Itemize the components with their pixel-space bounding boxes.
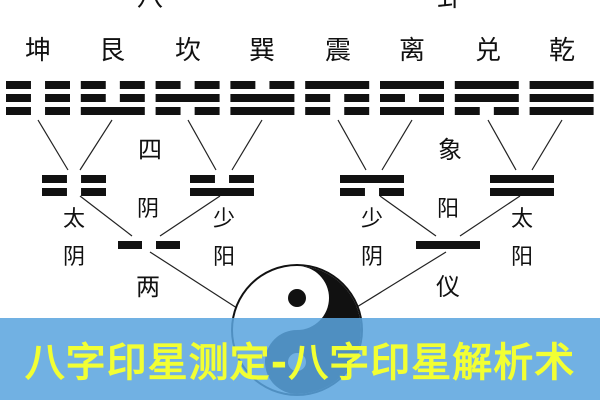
yin-line-segment: [6, 94, 31, 102]
title-banner: 八字印星测定-八字印星解析术: [0, 318, 600, 400]
yang-line: [155, 94, 220, 102]
trigram-name-kun: 坤: [25, 36, 51, 66]
trigram-name-dui: 兑: [475, 36, 501, 66]
banner-title: 八字印星测定-八字印星解析术: [24, 340, 576, 386]
yin-line-segment: [81, 175, 106, 183]
yin-line-segment: [80, 81, 106, 89]
yang-line: [305, 81, 370, 89]
yin-yang-dark-dot: [288, 289, 306, 307]
four-image-symbol: [42, 175, 106, 196]
four-image-name-char: 阴: [63, 245, 85, 270]
trigram-symbol: [305, 81, 370, 115]
yang-line: [340, 175, 404, 183]
yang-line: [529, 81, 594, 89]
trigram-symbol: [529, 81, 594, 115]
yin-line-segment: [344, 107, 370, 115]
two-mode-yin-symbol: [118, 241, 180, 249]
yang-line: [190, 188, 254, 196]
four-image-name-taiyin: 太 阴: [63, 207, 85, 270]
four-image-name-char: 少: [213, 207, 235, 232]
yin-line-segment: [119, 81, 145, 89]
four-image-name-shaoyang: 少 阳: [213, 207, 235, 270]
two-modes-label-left: 两: [136, 273, 160, 301]
yin-line-segment: [305, 107, 331, 115]
trigram-row: [6, 81, 594, 115]
yang-line: [454, 94, 519, 102]
yin-line-segment: [344, 94, 370, 102]
yin-line-segment: [6, 107, 31, 115]
yin-line-segment: [45, 107, 70, 115]
yin-line-segment: [493, 107, 519, 115]
yin-line-segment: [81, 188, 106, 196]
four-image-name-char: 太: [511, 207, 533, 232]
yang-line: [230, 94, 295, 102]
trigram-name-zhen: 震: [325, 36, 351, 66]
four-image-name-char: 阳: [213, 245, 235, 270]
yang-line: [490, 175, 554, 183]
top-label-right: 卦: [437, 0, 463, 13]
yin-line-segment: [305, 94, 331, 102]
trigram-name-li: 离: [399, 36, 425, 66]
yin-line-segment: [194, 107, 220, 115]
yin-line-segment: [42, 188, 67, 196]
trigram-symbol: [230, 81, 295, 115]
two-mode-yang-symbol: [416, 241, 480, 249]
yang-line: [230, 107, 295, 115]
trigram-name-gen: 艮: [99, 36, 125, 66]
four-image-symbol: [340, 175, 404, 196]
yin-line-segment: [80, 94, 106, 102]
four-images-row: [42, 175, 554, 196]
trigram-name-row: 坤 艮 坎 巽 震 离 兑 乾: [25, 36, 575, 66]
yang-line: [490, 188, 554, 196]
yang-line: [529, 107, 594, 115]
yin-line-segment: [454, 107, 480, 115]
four-images-label-left: 四: [138, 136, 162, 164]
trigram-name-xun: 巽: [249, 36, 275, 66]
four-image-symbol: [190, 175, 254, 196]
trigram-symbol: [80, 81, 145, 115]
two-mode-yang-label: 阳: [437, 197, 459, 222]
four-image-name-char: 太: [63, 207, 85, 232]
yin-line-segment: [42, 175, 67, 183]
yin-line-segment: [45, 94, 70, 102]
four-image-symbol: [490, 175, 554, 196]
connector-lines: [37, 119, 563, 311]
yin-line-segment: [230, 81, 256, 89]
two-mode-yin-label: 阴: [137, 197, 159, 222]
yin-line-segment: [229, 175, 254, 183]
yin-line-segment: [269, 81, 295, 89]
yang-line: [380, 107, 444, 115]
four-images-label-right: 象: [438, 136, 462, 164]
yin-line-segment: [119, 94, 145, 102]
four-image-name-char: 阴: [361, 245, 383, 270]
yin-line-segment: [45, 81, 70, 89]
yang-line: [80, 107, 145, 115]
yang-line: [380, 81, 444, 89]
trigram-symbol: [380, 81, 444, 115]
top-label-left: 八: [137, 0, 163, 13]
four-image-name-char: 阳: [511, 245, 533, 270]
yin-line-segment: [380, 94, 405, 102]
yin-line-segment: [340, 188, 365, 196]
yin-line-segment: [155, 81, 181, 89]
yin-line-segment: [190, 175, 215, 183]
trigram-symbol: [6, 81, 70, 115]
yang-line: [529, 94, 594, 102]
yin-line-segment: [419, 94, 444, 102]
trigram-name-qian: 乾: [549, 36, 575, 66]
trigram-symbol: [155, 81, 220, 115]
yin-line-segment: [155, 107, 181, 115]
yin-line-segment: [6, 81, 31, 89]
yang-line: [454, 81, 519, 89]
yin-line-segment: [194, 81, 220, 89]
yin-line-segment: [379, 188, 404, 196]
four-image-name-taiyang: 太 阳: [511, 207, 533, 270]
trigram-symbol: [454, 81, 519, 115]
four-image-name-shaoyin: 少 阴: [361, 207, 383, 270]
trigram-name-kan: 坎: [175, 36, 201, 66]
four-image-name-char: 少: [361, 207, 383, 232]
two-modes-label-right: 仪: [436, 273, 460, 301]
